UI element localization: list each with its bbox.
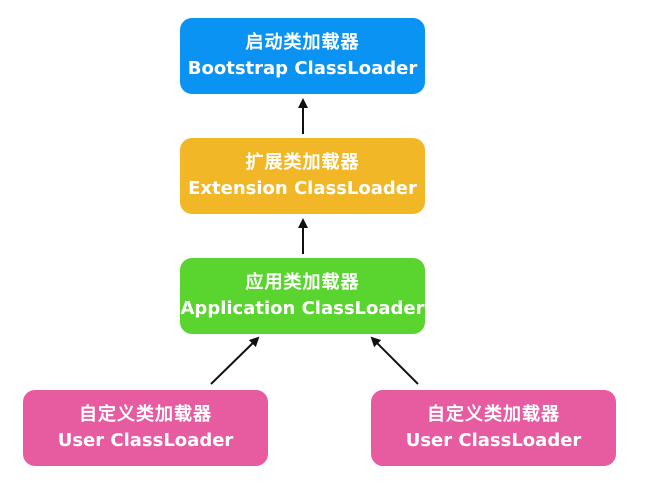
extension-classloader-node: 扩展类加载器 Extension ClassLoader: [180, 138, 425, 214]
node-label-en: Bootstrap ClassLoader: [187, 58, 418, 79]
node-label-zh: 启动类加载器: [245, 31, 360, 53]
node-label-zh: 自定义类加载器: [79, 403, 212, 425]
arrow-user-right-to-application: [370, 336, 419, 385]
node-label-zh: 扩展类加载器: [245, 151, 360, 173]
user-classloader-node-right: 自定义类加载器 User ClassLoader: [371, 390, 616, 466]
application-classloader-node: 应用类加载器 Application ClassLoader: [180, 258, 425, 334]
node-label-zh: 应用类加载器: [245, 271, 360, 293]
bootstrap-classloader-node: 启动类加载器 Bootstrap ClassLoader: [180, 18, 425, 94]
node-label-en: User ClassLoader: [57, 430, 234, 451]
arrow-user-left-to-application: [210, 336, 260, 385]
node-label-zh: 自定义类加载器: [427, 403, 560, 425]
node-label-en: Application ClassLoader: [180, 298, 425, 319]
node-label-en: Extension ClassLoader: [188, 178, 417, 199]
user-classloader-node-left: 自定义类加载器 User ClassLoader: [23, 390, 268, 466]
node-label-en: User ClassLoader: [405, 430, 582, 451]
